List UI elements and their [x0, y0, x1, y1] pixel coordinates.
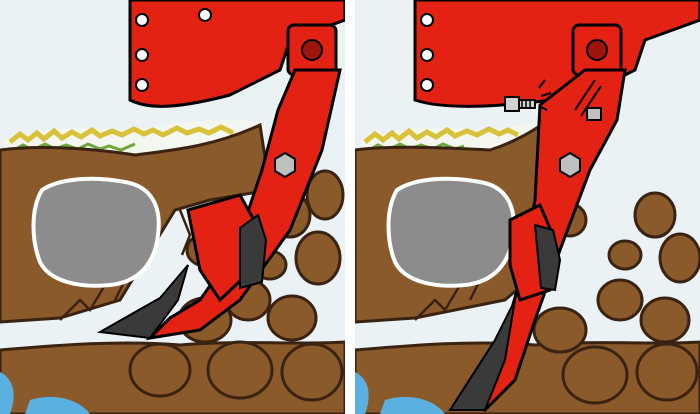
- panel-tine-working: [0, 0, 345, 414]
- frame-bolt-hole-icon: [136, 49, 148, 61]
- frame-bolt-hole-icon: [136, 14, 148, 26]
- tine-bolt-icon: [275, 153, 295, 177]
- frame-bolt-hole-icon: [421, 49, 433, 61]
- frame-bolt-hole-icon: [421, 79, 433, 91]
- pivot-bolt-icon: [587, 40, 607, 60]
- illustration-tine-working: [0, 0, 345, 414]
- frame-bolt-hole-icon: [199, 9, 211, 21]
- panel-tine-tripped: [355, 0, 700, 414]
- stone: [34, 179, 159, 286]
- illustration-tine-tripped: [355, 0, 700, 414]
- frame-bolt-hole-icon: [136, 79, 148, 91]
- tine-bolt-icon: [560, 153, 580, 177]
- frame-bolt-hole-icon: [421, 14, 433, 26]
- stone: [389, 179, 514, 286]
- pivot-bolt-icon: [302, 40, 322, 60]
- wing-plate: [240, 215, 266, 288]
